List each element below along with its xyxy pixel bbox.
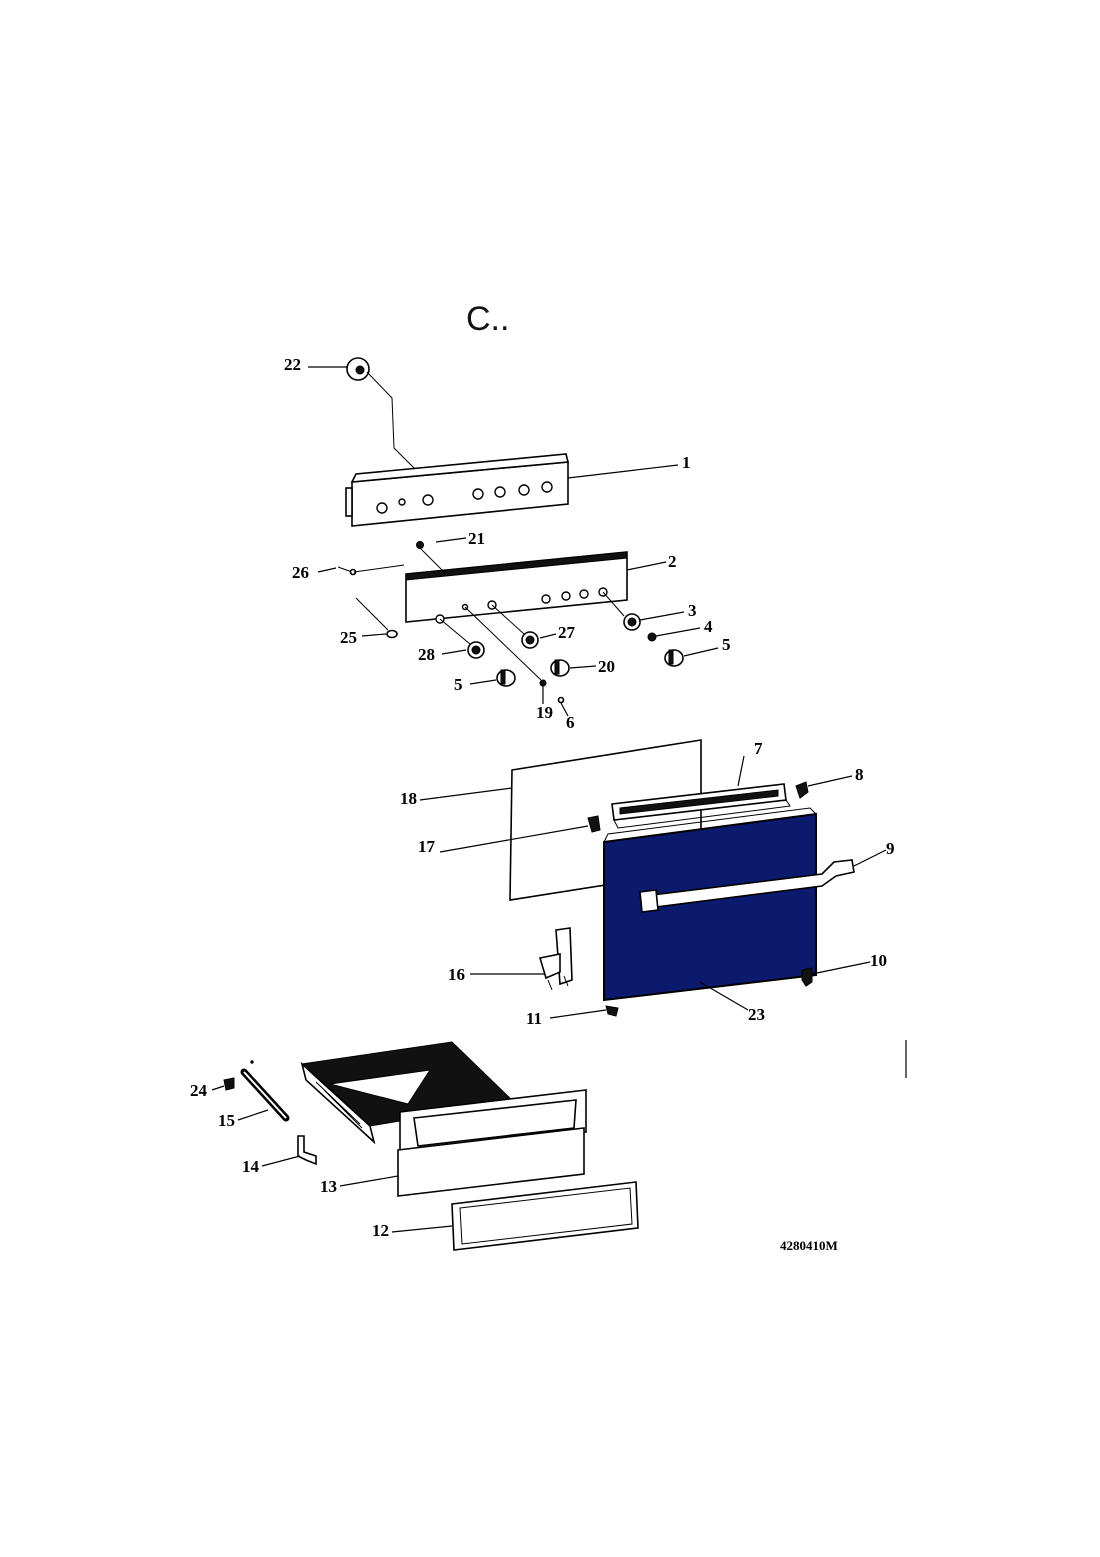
part-23-door-panel	[603, 807, 817, 1002]
part-26-pin	[337, 564, 405, 576]
callout-5-right: 5	[722, 635, 731, 654]
part-4-spring	[647, 632, 657, 642]
part-28-bezel	[439, 618, 485, 659]
callout-labels: 22 1 21 2 26 25 3 4 5 27 20 28 5 19 6 7 …	[190, 355, 895, 1240]
callout-15: 15	[218, 1111, 235, 1130]
callout-1: 1	[682, 453, 691, 472]
callout-7: 7	[754, 739, 763, 758]
callout-27: 27	[558, 623, 576, 642]
callout-2: 2	[668, 552, 677, 571]
callout-23: 23	[748, 1005, 765, 1024]
reference-code: 4280410M	[780, 1238, 838, 1253]
part-5-knob-right	[664, 649, 684, 667]
callout-5-left: 5	[454, 675, 463, 694]
callout-14: 14	[242, 1157, 260, 1176]
part-20-knob	[550, 659, 570, 677]
callout-9: 9	[886, 839, 895, 858]
callout-11: 11	[526, 1009, 542, 1028]
part-11-screw	[605, 1005, 619, 1017]
part-22-thermostat	[346, 357, 419, 473]
part-13-drawer-front	[397, 1089, 587, 1197]
callout-10: 10	[870, 951, 887, 970]
part-25-spring	[355, 597, 398, 639]
callout-6: 6	[566, 713, 575, 732]
callout-19: 19	[536, 703, 553, 722]
part-1-control-panel	[345, 453, 570, 527]
callout-20: 20	[598, 657, 615, 676]
callout-26: 26	[292, 563, 309, 582]
part-7-vent-strip	[611, 783, 791, 829]
stray-dot	[250, 1060, 254, 1064]
callout-13: 13	[320, 1177, 337, 1196]
part-24-screw	[223, 1077, 235, 1091]
callout-28: 28	[418, 645, 435, 664]
callout-21: 21	[468, 529, 485, 548]
callout-8: 8	[855, 765, 864, 784]
callout-24: 24	[190, 1081, 208, 1100]
door-panel-face	[603, 812, 817, 1002]
part-2-fascia	[405, 551, 628, 624]
callout-3: 3	[688, 601, 697, 620]
part-8-clip	[795, 781, 809, 799]
callout-25: 25	[340, 628, 357, 647]
callout-18: 18	[400, 789, 417, 808]
part-21-screw	[416, 541, 447, 575]
part-14-bracket	[297, 1135, 317, 1166]
part-6-screw	[557, 696, 565, 704]
part-27-bezel	[491, 604, 539, 649]
part-10-clip	[801, 967, 813, 987]
part-5-knob-left	[496, 669, 516, 687]
part-16-hinge	[538, 927, 573, 991]
part-17-clip	[587, 815, 601, 833]
diagram-title: C..	[466, 300, 509, 338]
part-9-handle	[639, 859, 855, 913]
callout-22: 22	[284, 355, 301, 374]
part-3-bezel	[602, 591, 641, 631]
part-12-drawer-panel	[451, 1181, 639, 1251]
leader-lines	[211, 366, 907, 1233]
callout-17: 17	[418, 837, 436, 856]
callout-16: 16	[448, 965, 465, 984]
callout-4: 4	[704, 617, 713, 636]
callout-12: 12	[372, 1221, 389, 1240]
part-15-rod	[240, 1068, 290, 1122]
